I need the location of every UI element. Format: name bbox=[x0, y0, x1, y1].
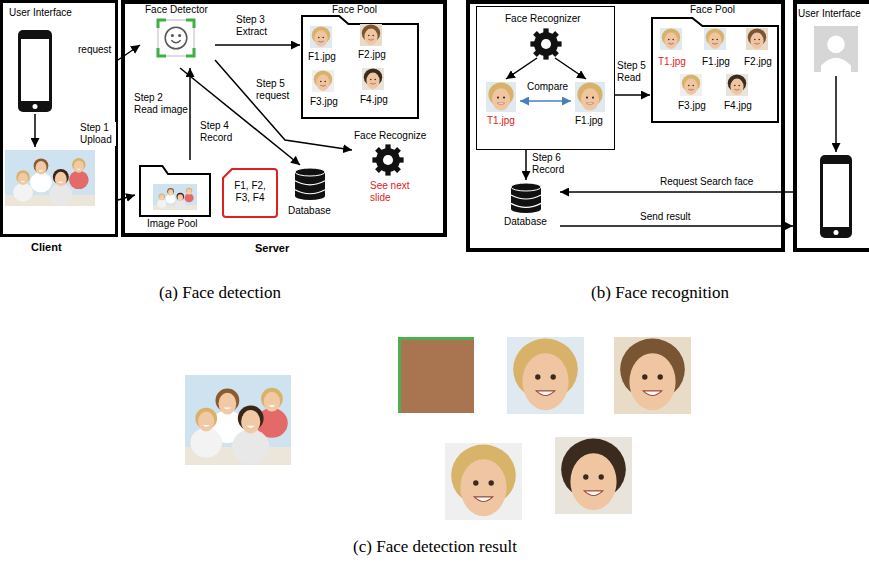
node-label: Face Recognizer bbox=[505, 13, 581, 25]
pointer-arrow bbox=[506, 58, 537, 79]
subfigure-caption: (c) Face detection result bbox=[353, 537, 517, 557]
pointer-arrow bbox=[555, 58, 586, 79]
edge-label: Step 2 Read image bbox=[134, 92, 188, 116]
face-photo bbox=[704, 28, 726, 50]
image-pool: Image Pool bbox=[135, 160, 215, 232]
node-label: Server bbox=[255, 242, 289, 254]
record-note: F1, F2, F3, F4 bbox=[222, 168, 278, 218]
database-icon bbox=[511, 183, 541, 213]
database-icon bbox=[295, 168, 325, 200]
database: Database bbox=[285, 165, 335, 225]
database: Database bbox=[492, 180, 560, 238]
gear-icon bbox=[372, 144, 403, 175]
flow-arrow bbox=[215, 44, 300, 46]
phone-icon bbox=[820, 155, 852, 238]
folder-icon bbox=[140, 166, 210, 216]
face-photo bbox=[575, 82, 605, 112]
face-detector: Face Detector bbox=[140, 4, 215, 68]
folder-icon bbox=[302, 16, 418, 118]
gear-icon bbox=[530, 28, 561, 59]
node-label: F1.jpg bbox=[702, 56, 730, 68]
edge-label: request bbox=[78, 44, 111, 56]
face-photo bbox=[660, 28, 682, 50]
face-pool: Face PoolT1.jpg F1.jpg F2.jpgF3.jpg F4.jpg bbox=[650, 4, 780, 130]
face-photo bbox=[555, 437, 632, 514]
node-label: F3.jpg bbox=[310, 96, 338, 108]
node-label: F4.jpg bbox=[360, 94, 388, 106]
face-photo bbox=[726, 74, 748, 96]
client-panel: User InterfaceClient bbox=[0, 0, 118, 237]
edge-label: Step 3 Extract bbox=[236, 14, 276, 38]
face-photo bbox=[445, 443, 522, 520]
flow-arrow bbox=[180, 68, 300, 165]
node-label: Face Recognize bbox=[354, 130, 426, 142]
flow-arrow bbox=[189, 68, 191, 160]
avatar-icon bbox=[814, 26, 858, 72]
node-label: Face Detector bbox=[145, 4, 208, 16]
node-label: Database bbox=[288, 205, 331, 217]
user-interface-panel: User Interface bbox=[793, 0, 869, 252]
flow-arrow bbox=[560, 225, 793, 227]
edge-label: Step 6 Record bbox=[532, 152, 572, 176]
edge-label: Send result bbox=[640, 211, 691, 223]
edge-label: Step 1 Upload bbox=[80, 122, 116, 146]
face-photo bbox=[486, 82, 516, 112]
node-label: F2.jpg bbox=[744, 56, 772, 68]
face-recognize: Face RecognizeSee next slide bbox=[352, 128, 442, 215]
edge-label: Step 5 Read bbox=[617, 60, 650, 84]
edge-label: Request Search face bbox=[660, 176, 753, 188]
node-label: See next slide bbox=[370, 180, 426, 204]
pointer-arrow bbox=[520, 100, 571, 102]
node-label: T1.jpg bbox=[658, 56, 686, 68]
node-label: F2.jpg bbox=[358, 49, 386, 61]
server-panel: Face DetectorImage Pool Face PoolF1.jpg F2… bbox=[121, 0, 447, 237]
node-label: Image Pool bbox=[147, 218, 198, 230]
flow-arrow bbox=[560, 191, 793, 193]
family-photo bbox=[185, 375, 291, 465]
face-photo bbox=[310, 26, 332, 48]
face-photo bbox=[360, 24, 382, 46]
server-frame bbox=[468, 2, 783, 250]
face-photo bbox=[746, 28, 768, 50]
family-photo bbox=[153, 184, 197, 210]
edge-label: Step 4 Record bbox=[200, 120, 240, 144]
flow-arrow bbox=[615, 94, 650, 96]
family-photo bbox=[5, 150, 95, 206]
face-photo bbox=[362, 68, 384, 90]
pointer-arrow bbox=[835, 76, 837, 152]
node-label: F1.jpg bbox=[575, 115, 603, 127]
face-pool: Face PoolF1.jpg F2.jpgF3.jpg F4.jpg bbox=[300, 4, 420, 122]
node-label: Client bbox=[31, 241, 62, 253]
edge-label: Step 5 request bbox=[256, 78, 296, 102]
node-label: Face Pool bbox=[690, 4, 735, 16]
node-label: T1.jpg bbox=[487, 115, 515, 127]
node-label: F3.jpg bbox=[678, 100, 706, 112]
face-detector-icon bbox=[158, 20, 194, 56]
face-recognizer: Face RecognizerT1.jpg CompareF1.jpg bbox=[476, 6, 615, 150]
false-detection-crop bbox=[398, 337, 474, 413]
face-photo bbox=[614, 337, 691, 414]
node-label: User Interface bbox=[798, 8, 861, 20]
node-label: Face Pool bbox=[332, 4, 377, 16]
folder-icon bbox=[652, 18, 778, 122]
node-label: Compare bbox=[527, 81, 568, 93]
phone-icon bbox=[18, 30, 52, 112]
node-label: F1, F2, F3, F4 bbox=[228, 180, 272, 204]
node-label: User Interface bbox=[9, 7, 72, 19]
flow-arrow bbox=[525, 150, 527, 180]
subfigure-caption: (b) Face recognition bbox=[591, 283, 729, 303]
node-label: Database bbox=[504, 216, 547, 228]
subfigure-caption: (a) Face detection bbox=[159, 283, 281, 303]
face-photo bbox=[507, 337, 584, 414]
face-photo bbox=[680, 74, 702, 96]
node-label: F1.jpg bbox=[308, 51, 336, 63]
node-label: F4.jpg bbox=[724, 100, 752, 112]
pointer-arrow bbox=[34, 114, 36, 147]
face-photo bbox=[312, 70, 334, 92]
